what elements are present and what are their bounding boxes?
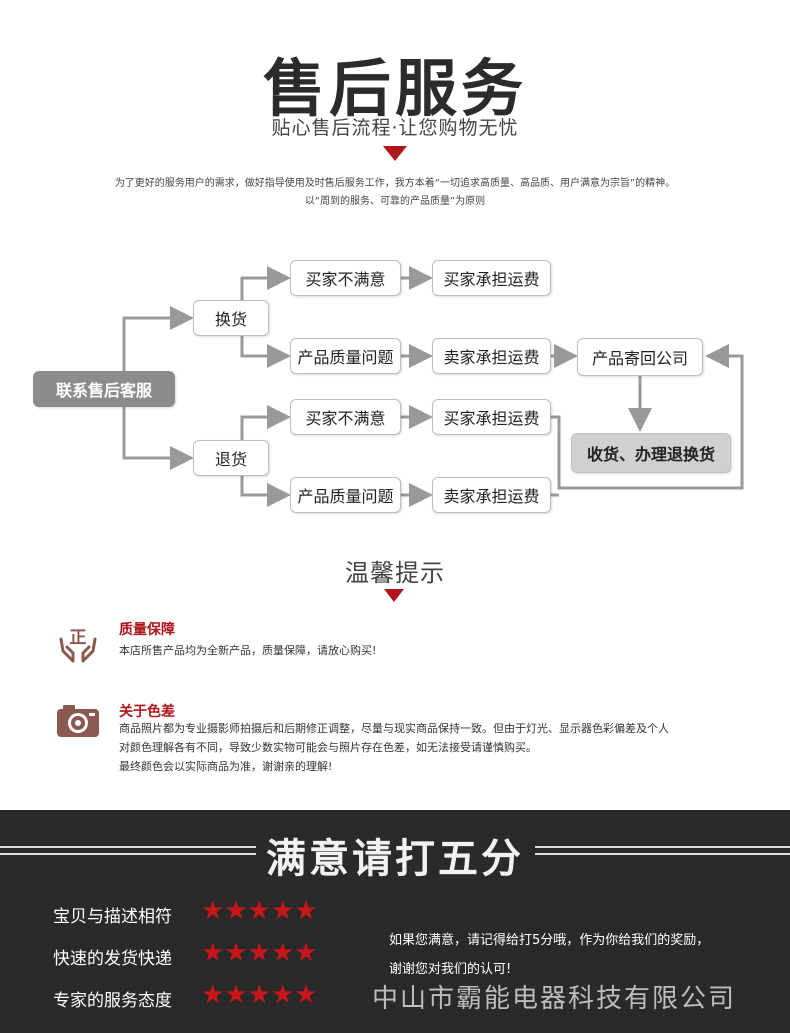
return-buyer-pays-box: 买家承担运费 — [432, 399, 551, 435]
rating-label-description: 宝贝与描述相符 — [53, 907, 172, 927]
intro-line-1: 为了更好的服务用户的需求，做好指导使用及时售后服务工作，我方本着“一切追求高质量… — [114, 178, 676, 189]
exchange-buyer-pays-box: 买家承担运费 — [432, 260, 551, 296]
star-icon: ★ — [224, 896, 248, 926]
exchange-box: 换货 — [193, 300, 269, 336]
rating-label-shipping: 快速的发货快递 — [53, 949, 172, 969]
tips-heading: 温馨提示 — [345, 559, 445, 587]
star-rating-shipping: ★★★★★ — [201, 940, 318, 966]
star-icon: ★ — [224, 938, 248, 968]
rating-message-line-1: 如果您满意，请记得给打5分哦，作为你给我们的奖励， — [389, 933, 710, 948]
exchange-quality-issue-box: 产品质量问题 — [290, 338, 401, 374]
title-rule-left — [0, 846, 256, 855]
rating-message-line-2: 谢谢您对我们的认可! — [389, 962, 512, 977]
intro-line-2: 以“周到的服务、可靠的产品质量”为原则 — [304, 196, 486, 207]
rating-title: 满意请打五分 — [266, 835, 524, 882]
quality-title: 质量保障 — [119, 622, 175, 638]
star-icon: ★ — [294, 980, 318, 1010]
star-icon: ★ — [201, 938, 225, 968]
star-icon: ★ — [224, 980, 248, 1010]
star-icon: ★ — [270, 938, 295, 968]
star-icon: ★ — [201, 896, 225, 926]
rating-label-service: 专家的服务态度 — [53, 991, 172, 1011]
contact-service-box: 联系售后客服 — [33, 371, 175, 407]
exchange-seller-pays-box: 卖家承担运费 — [432, 338, 551, 374]
down-triangle-icon — [384, 589, 404, 602]
return-buyer-unsatisfied-box: 买家不满意 — [290, 399, 401, 435]
down-triangle-icon — [383, 146, 407, 161]
star-icon: ★ — [270, 980, 295, 1010]
star-rating-description: ★★★★★ — [201, 898, 318, 924]
camera-icon — [56, 704, 100, 738]
title-rule-right — [535, 846, 790, 855]
star-icon: ★ — [247, 938, 271, 968]
star-icon: ★ — [247, 896, 271, 926]
return-box: 退货 — [193, 440, 269, 476]
company-name: 中山市霸能电器科技有限公司 — [372, 984, 737, 1014]
color-diff-line-2: 对颜色理解各有不同，导致少数实物可能会与照片存在色差，如无法接受请谨慎购买。 — [119, 741, 537, 754]
quality-icon-char: 正 — [70, 628, 87, 648]
page-title: 售后服务 — [262, 52, 527, 125]
return-quality-issue-box: 产品质量问题 — [290, 477, 401, 513]
star-icon: ★ — [270, 896, 295, 926]
send-back-box: 产品寄回公司 — [577, 338, 703, 376]
star-icon: ★ — [294, 938, 318, 968]
star-icon: ★ — [201, 980, 225, 1010]
return-seller-pays-box: 卖家承担运费 — [432, 477, 551, 513]
star-icon: ★ — [294, 896, 318, 926]
quality-hands-icon: 正 — [57, 619, 99, 663]
exchange-buyer-unsatisfied-box: 买家不满意 — [290, 260, 401, 296]
quality-text: 本店所售产品均为全新产品，质量保障，请放心购买! — [119, 644, 377, 657]
color-diff-line-3: 最终颜色会以实际商品为准，谢谢亲的理解! — [119, 760, 333, 773]
flow-connectors — [122, 266, 744, 507]
star-rating-service: ★★★★★ — [201, 982, 318, 1008]
receive-process-box: 收货、办理退换货 — [571, 433, 731, 473]
star-icon: ★ — [247, 980, 271, 1010]
color-diff-title: 关于色差 — [119, 704, 175, 720]
color-diff-line-1: 商品照片都为专业摄影师拍摄后和后期修正调整，尽量与现实商品保持一致。但由于灯光、… — [119, 722, 669, 735]
page-subtitle: 贴心售后流程·让您购物无忧 — [271, 117, 519, 139]
